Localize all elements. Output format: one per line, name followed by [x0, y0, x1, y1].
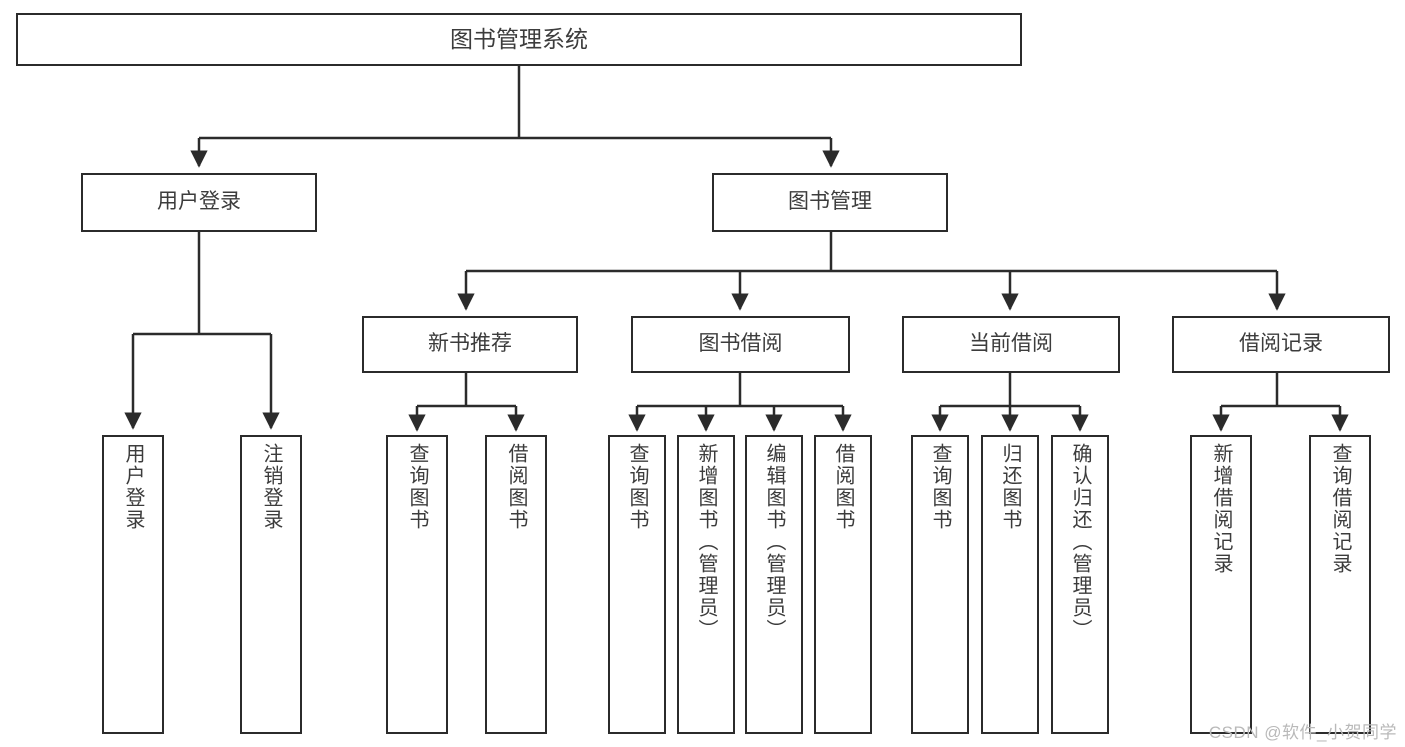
node-leaf-user-login[interactable]: 用户登录 — [102, 435, 164, 734]
node-leaf-add-record[interactable]: 新增借阅记录 — [1190, 435, 1252, 734]
node-leaf-query-book-3[interactable]: 查询图书 — [911, 435, 969, 734]
node-borrow-record[interactable]: 借阅记录 — [1172, 316, 1390, 373]
node-borrow-record-label: 借阅记录 — [1239, 332, 1323, 356]
node-book-borrow-label: 图书借阅 — [698, 332, 783, 356]
node-user-login[interactable]: 用户登录 — [81, 173, 317, 232]
node-leaf-query-book-2[interactable]: 查询图书 — [608, 435, 666, 734]
node-leaf-logout-login-label: 注销登录 — [260, 443, 282, 531]
node-leaf-add-record-label: 新增借阅记录 — [1210, 443, 1232, 575]
node-leaf-query-record-label: 查询借阅记录 — [1329, 443, 1351, 575]
watermark: CSDN @软件_小贺同学 — [1208, 723, 1397, 742]
node-leaf-return-book-label: 归还图书 — [999, 443, 1021, 531]
node-book-management[interactable]: 图书管理 — [712, 173, 948, 232]
node-leaf-query-book-1[interactable]: 查询图书 — [386, 435, 448, 734]
node-book-management-label: 图书管理 — [788, 190, 872, 214]
node-leaf-add-book-label: 新增图书（管理员） — [695, 443, 717, 641]
node-leaf-add-book[interactable]: 新增图书（管理员） — [677, 435, 735, 734]
node-leaf-query-record[interactable]: 查询借阅记录 — [1309, 435, 1371, 734]
node-current-borrow[interactable]: 当前借阅 — [902, 316, 1120, 373]
node-new-book-recommend-label: 新书推荐 — [428, 332, 512, 356]
node-leaf-confirm-return[interactable]: 确认归还（管理员） — [1051, 435, 1109, 734]
node-leaf-query-book-3-label: 查询图书 — [929, 443, 951, 531]
node-leaf-edit-book[interactable]: 编辑图书（管理员） — [745, 435, 803, 734]
node-root-label: 图书管理系统 — [450, 26, 588, 53]
node-leaf-logout-login[interactable]: 注销登录 — [240, 435, 302, 734]
node-root[interactable]: 图书管理系统 — [16, 13, 1022, 66]
node-leaf-confirm-return-label: 确认归还（管理员） — [1069, 443, 1091, 641]
node-current-borrow-label: 当前借阅 — [969, 332, 1053, 356]
node-leaf-borrow-book-1[interactable]: 借阅图书 — [485, 435, 547, 734]
node-leaf-user-login-label: 用户登录 — [122, 443, 144, 531]
node-leaf-return-book[interactable]: 归还图书 — [981, 435, 1039, 734]
node-new-book-recommend[interactable]: 新书推荐 — [362, 316, 578, 373]
node-leaf-query-book-1-label: 查询图书 — [406, 443, 428, 531]
node-book-borrow[interactable]: 图书借阅 — [631, 316, 850, 373]
node-leaf-edit-book-label: 编辑图书（管理员） — [763, 443, 785, 641]
node-leaf-borrow-book-1-label: 借阅图书 — [505, 443, 527, 531]
node-leaf-query-book-2-label: 查询图书 — [626, 443, 648, 531]
node-leaf-borrow-book-2-label: 借阅图书 — [832, 443, 854, 531]
node-leaf-borrow-book-2[interactable]: 借阅图书 — [814, 435, 872, 734]
node-user-login-label: 用户登录 — [157, 190, 241, 214]
